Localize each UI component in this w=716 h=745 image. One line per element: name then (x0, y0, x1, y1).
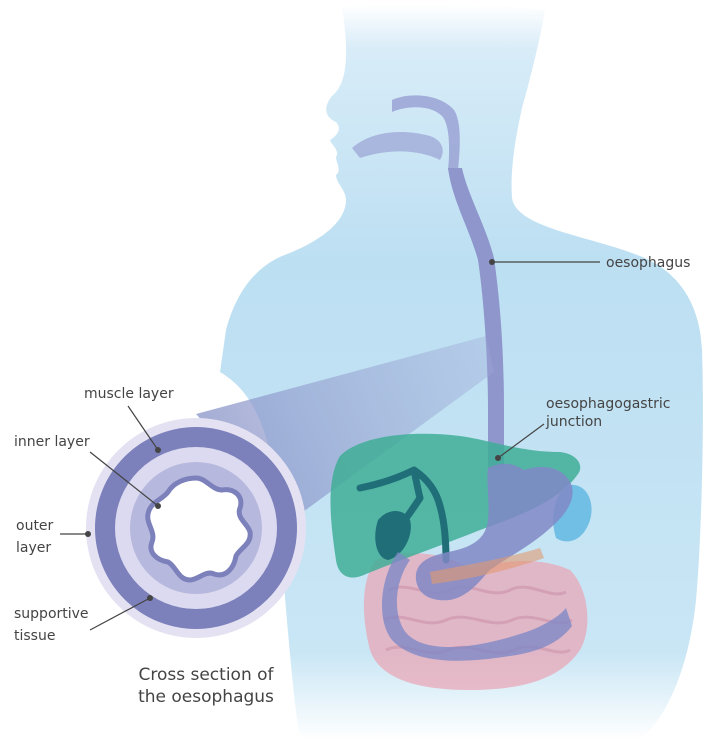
supportive-tissue-label-line2: tissue (14, 628, 55, 644)
oga-junction-dot (495, 455, 501, 461)
caption-line2: the oesophagus (138, 687, 274, 707)
caption-line1: Cross section of (138, 665, 274, 685)
outer-layer-dot (85, 531, 91, 537)
muscle-layer-dot (155, 447, 161, 453)
oga-junction-label-line1: oesophagogastric (546, 396, 670, 412)
outer-layer-label-line1: outer (16, 518, 54, 534)
cross-section (86, 418, 306, 638)
oga-junction-label-line2: junction (545, 414, 602, 430)
inner-layer-label: inner layer (14, 434, 90, 450)
supportive-tissue-label-line1: supportive (14, 606, 89, 622)
muscle-layer-label: muscle layer (84, 386, 174, 402)
outer-layer-label-line2: layer (16, 540, 51, 556)
supportive-tissue-dot (147, 595, 153, 601)
oesophagus-label: oesophagus (606, 255, 690, 271)
oesophagus-dot (489, 259, 495, 265)
inner-layer-dot (155, 503, 161, 509)
